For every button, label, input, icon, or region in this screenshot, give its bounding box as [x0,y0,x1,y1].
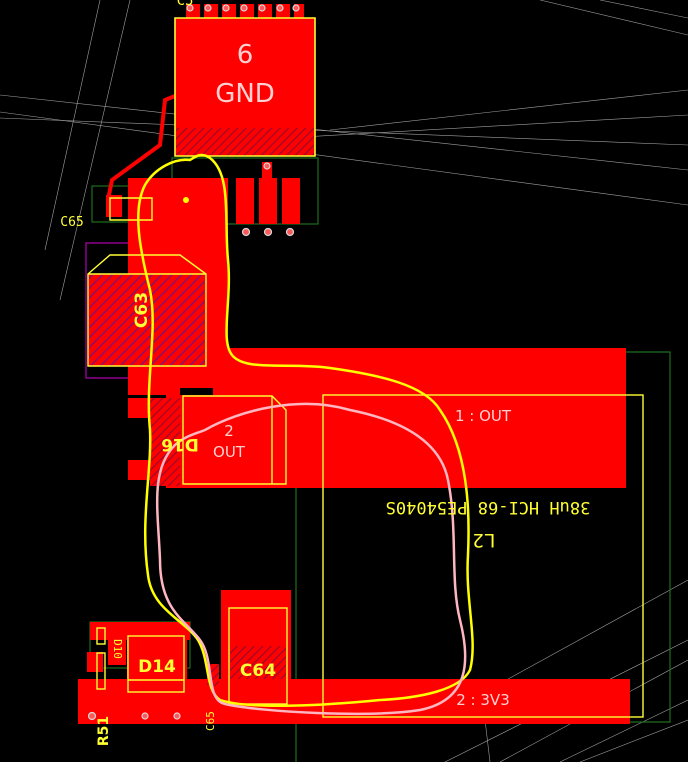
silk-r51 [96,627,106,645]
designator-l2: L2 [473,529,496,551]
via[interactable] [173,712,181,720]
ratsnest-line [59,0,131,301]
via[interactable] [141,712,149,720]
l2-out-pad-label: 1 : OUT [455,407,512,425]
via[interactable] [263,227,273,237]
copper-pour-out [213,348,626,488]
highlight-loop-pink [155,402,467,716]
gnd-pad-number: 6 [237,40,254,70]
ratsnest-line [539,0,688,36]
designator-top-cut: C5 [177,0,194,9]
gnd-pad-name: GND [215,79,275,109]
via[interactable] [204,4,212,12]
part-value-l2: 38uH HCI-68 PE54040S [386,497,591,517]
via[interactable] [263,162,271,170]
designator-d14: D14 [138,657,176,677]
out-pad[interactable] [180,395,286,488]
d14-pad[interactable] [127,634,187,682]
connector-pin[interactable] [282,178,300,224]
via[interactable] [276,4,284,12]
ratsnest-line [44,0,101,251]
silk-c65 [109,197,153,221]
out-pad-number: 2 [224,422,234,440]
copper-layer [78,4,630,724]
connector-pin[interactable] [294,4,304,20]
designator-r51: R51 [96,716,112,746]
ratsnest-line [0,94,688,171]
d10-pad[interactable] [87,652,103,672]
via[interactable] [222,4,230,12]
d16-body [150,398,180,486]
ratsnest-line [599,0,688,19]
via[interactable] [292,4,300,12]
designator-d16: D16 [161,434,199,454]
highlight-loop-yellow [136,153,474,707]
copper-trace [106,94,176,201]
connector-pin[interactable] [259,178,277,224]
vias [87,4,300,721]
c63-pad[interactable] [88,274,206,366]
ratsnest-line [484,719,491,762]
via[interactable] [240,4,248,12]
silk-connector [174,17,316,157]
ratsnest-line [0,117,688,146]
via[interactable] [285,227,295,237]
silk-out [182,395,287,485]
designator-c63: C63 [132,292,152,328]
ratsnest-line [559,699,688,762]
ratsnest-line [0,111,688,206]
via[interactable] [87,711,97,721]
designator-c65: C65 [60,215,83,230]
silk-l2 [322,394,644,718]
silk-d14 [127,635,185,693]
l2-3v3-pad-label: 2 : 3V3 [456,691,509,709]
copper-pour-neck [208,178,228,360]
designator-c65-bottom: C65 [204,711,217,731]
ratsnest-line [329,89,688,131]
outline-l2-right [626,351,671,723]
d10-pad[interactable] [108,635,126,665]
designator-c64: C64 [240,661,276,681]
c64-hatch [229,646,287,682]
via[interactable] [241,227,251,237]
ratsnest-line [249,114,688,141]
silkscreen [87,17,644,718]
pin1-marker [183,197,189,203]
designator-d10: D10 [111,639,124,659]
gnd-pad-hatch [175,128,315,156]
connector-pin[interactable] [236,178,254,224]
silk-d10 [96,652,106,690]
via[interactable] [258,4,266,12]
silk-c64 [228,607,288,705]
connector-pin[interactable] [262,162,272,180]
ratsnest-line [579,719,688,762]
via[interactable] [186,4,194,12]
out-pad-name: OUT [213,443,246,461]
